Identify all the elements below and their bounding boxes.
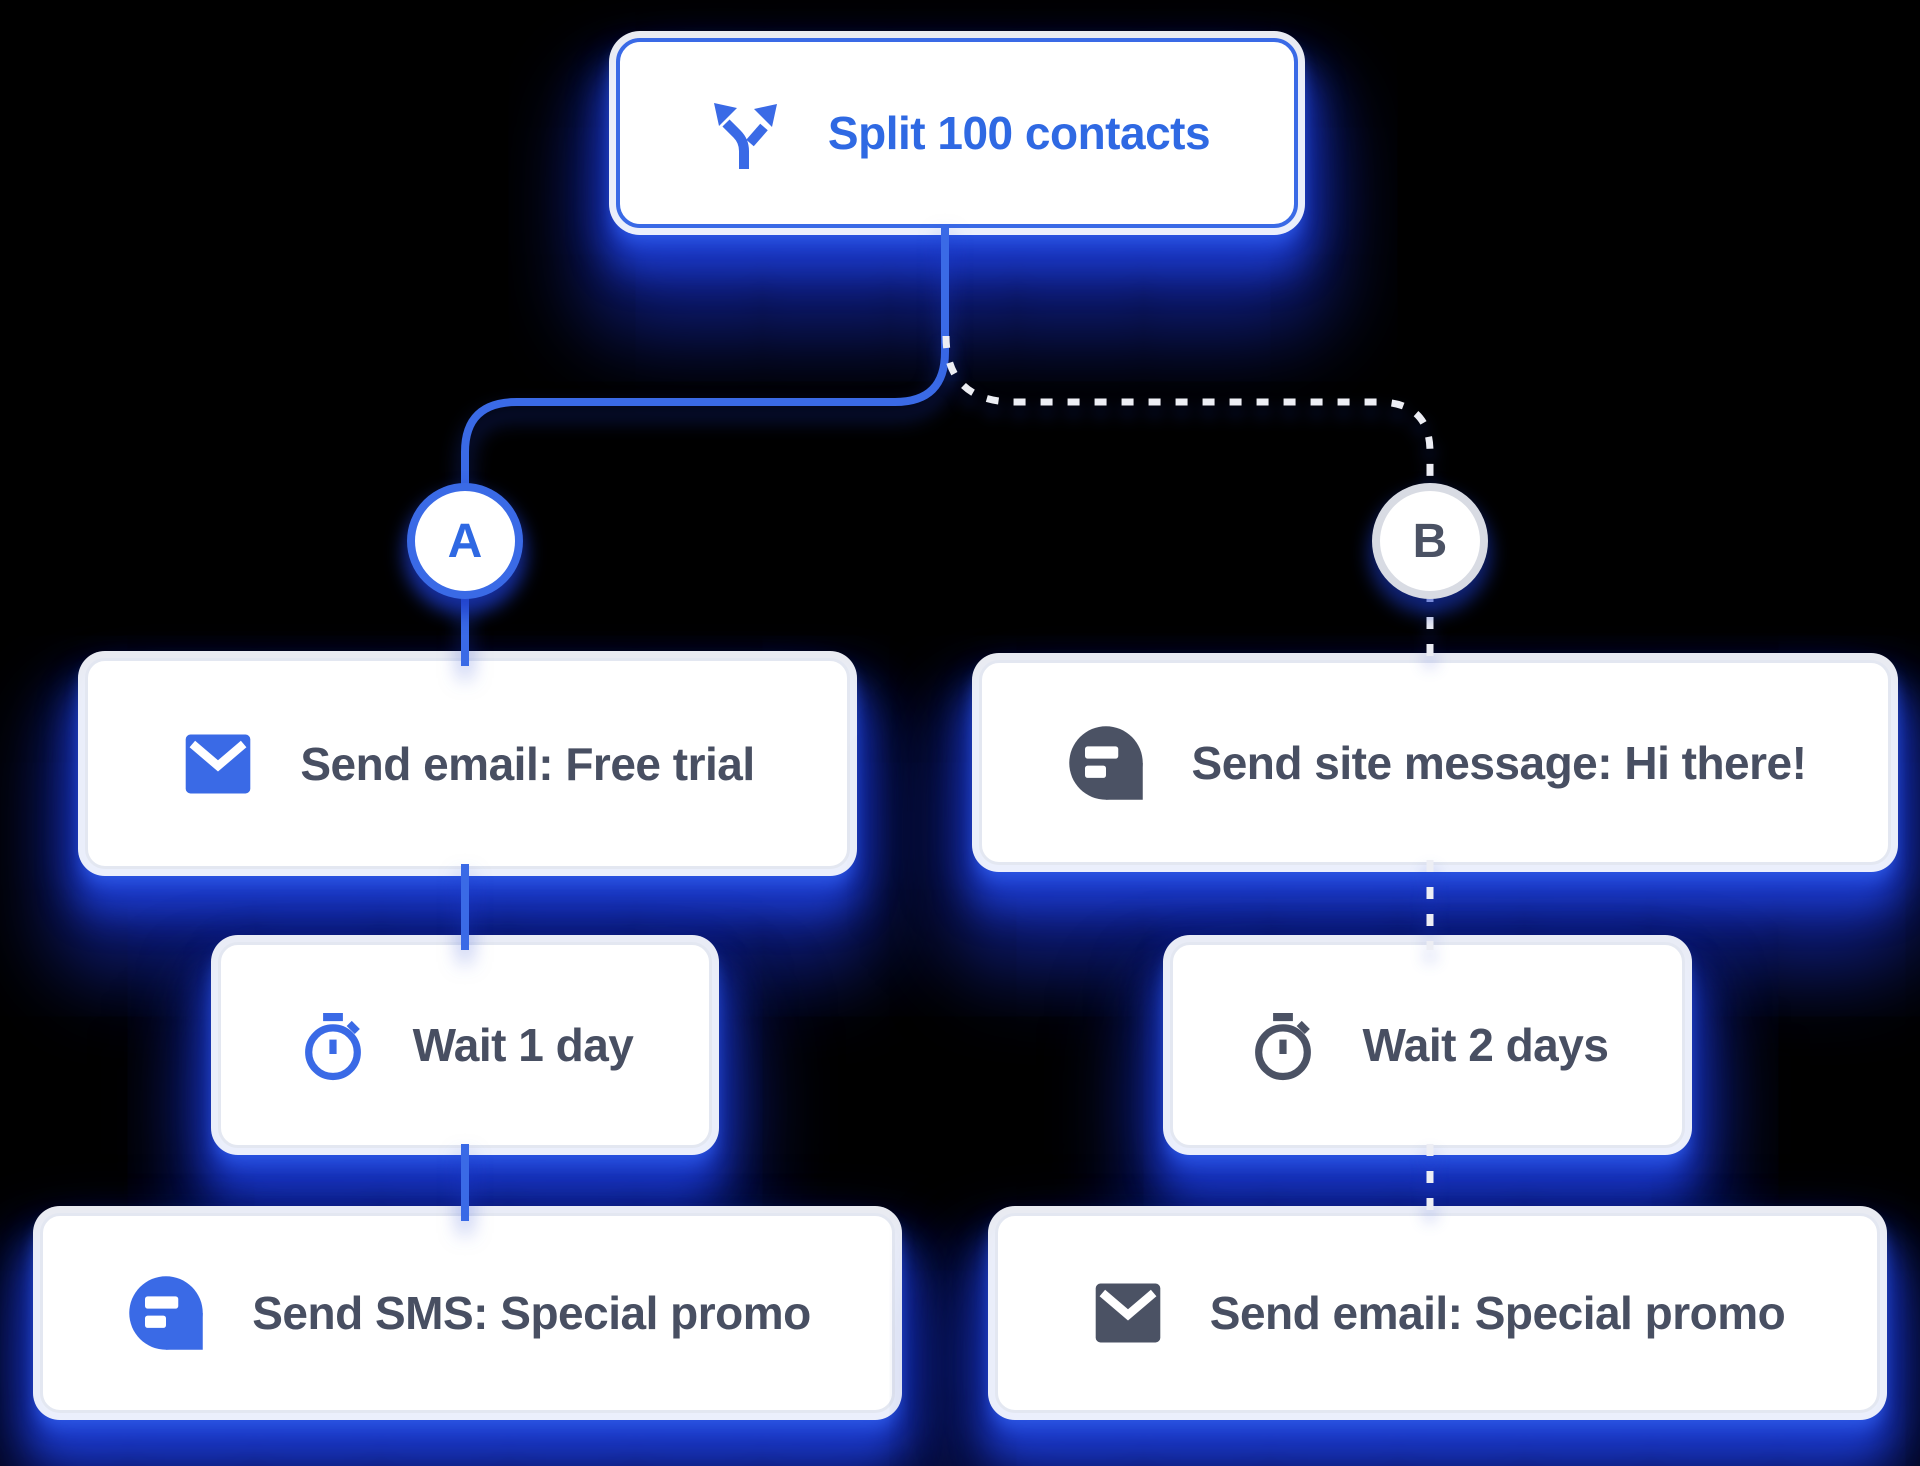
node-label: Wait 2 days [1362, 1019, 1609, 1071]
branch-b-letter: B [1412, 514, 1448, 568]
node-label: Send SMS: Special promo [252, 1287, 811, 1339]
chat-bubble-icon [1068, 725, 1143, 800]
node-label: Wait 1 day [412, 1019, 634, 1071]
branch-a-badge[interactable]: A [407, 483, 523, 599]
split-arrows-icon [713, 103, 777, 169]
node-label: Send site message: Hi there! [1191, 736, 1807, 789]
timer-icon [1254, 1013, 1311, 1081]
timer-icon [304, 1013, 361, 1081]
node-label: Send email: Special promo [1209, 1287, 1786, 1339]
node-send-email-free-trial[interactable]: Send email: Free trial [85, 658, 850, 869]
node-send-email-special-promo[interactable]: Send email: Special promo [995, 1213, 1880, 1413]
node-wait-2-days[interactable]: Wait 2 days [1170, 942, 1685, 1148]
branch-a-letter: A [447, 514, 483, 568]
split-node-label: Split 100 contacts [827, 107, 1211, 159]
email-icon [186, 734, 251, 793]
split-node[interactable]: Split 100 contacts [616, 38, 1298, 228]
node-wait-1-day[interactable]: Wait 1 day [218, 942, 712, 1148]
email-icon [1095, 1283, 1161, 1343]
node-label: Send email: Free trial [300, 737, 755, 790]
branch-b-badge[interactable]: B [1372, 483, 1488, 599]
chat-bubble-icon [129, 1276, 203, 1350]
node-send-sms-special-promo[interactable]: Send SMS: Special promo [40, 1213, 895, 1413]
node-send-site-message[interactable]: Send site message: Hi there! [979, 660, 1891, 865]
